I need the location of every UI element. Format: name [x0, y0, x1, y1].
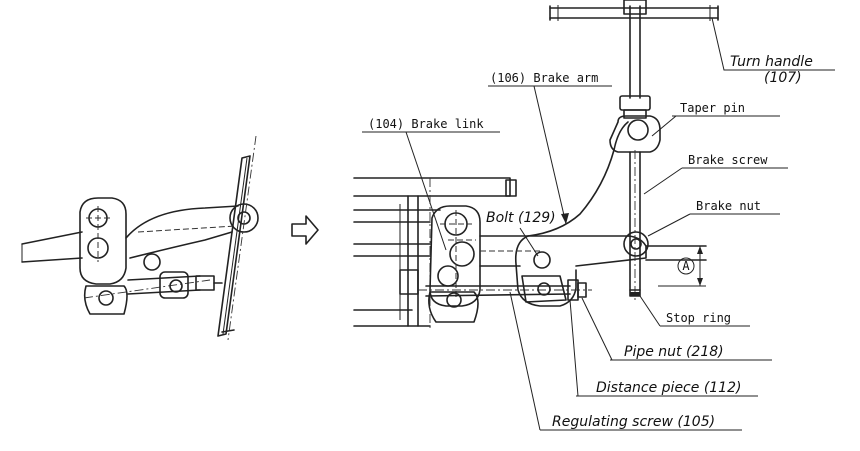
- label-bolt: Bolt (129): [486, 210, 556, 257]
- stop-ring-label: Stop ring: [666, 311, 731, 325]
- label-pipe-nut: Pipe nut (218): [581, 297, 772, 361]
- regulating-screw-label: Regulating screw (105): [552, 414, 715, 430]
- label-brake-screw: Brake screw: [643, 153, 788, 195]
- left-view-before: [21, 135, 259, 341]
- pipe-nut-label: Pipe nut (218): [624, 344, 724, 360]
- label-stop-ring: Stop ring: [639, 295, 750, 327]
- brake-screw-label: Brake screw: [688, 153, 768, 167]
- dimension-a-label: A: [682, 259, 690, 273]
- dimension-a: A: [658, 245, 706, 287]
- label-brake-link: (104) Brake link: [362, 117, 500, 251]
- brake-nut-label: Brake nut: [696, 199, 761, 213]
- turn-handle-number: (107): [764, 70, 802, 86]
- distance-piece-label: Distance piece (112): [596, 380, 741, 396]
- label-taper-pin: Taper pin: [651, 101, 780, 137]
- turn-handle-label: Turn handle: [730, 54, 813, 70]
- taper-pin-label: Taper pin: [680, 101, 745, 115]
- right-view-after: A: [353, 0, 719, 330]
- transition-arrow-icon: [291, 215, 319, 245]
- label-brake-arm: (106) Brake arm: [488, 71, 612, 225]
- label-regulating-screw: Regulating screw (105): [509, 291, 742, 431]
- label-brake-nut: Brake nut: [647, 199, 780, 237]
- bolt-label: Bolt (129): [486, 210, 556, 226]
- brake-arm-label: (106) Brake arm: [490, 71, 598, 85]
- label-turn-handle: Turn handle (107): [711, 17, 835, 86]
- brake-link-label: (104) Brake link: [368, 117, 484, 131]
- label-distance-piece: Distance piece (112): [569, 299, 758, 397]
